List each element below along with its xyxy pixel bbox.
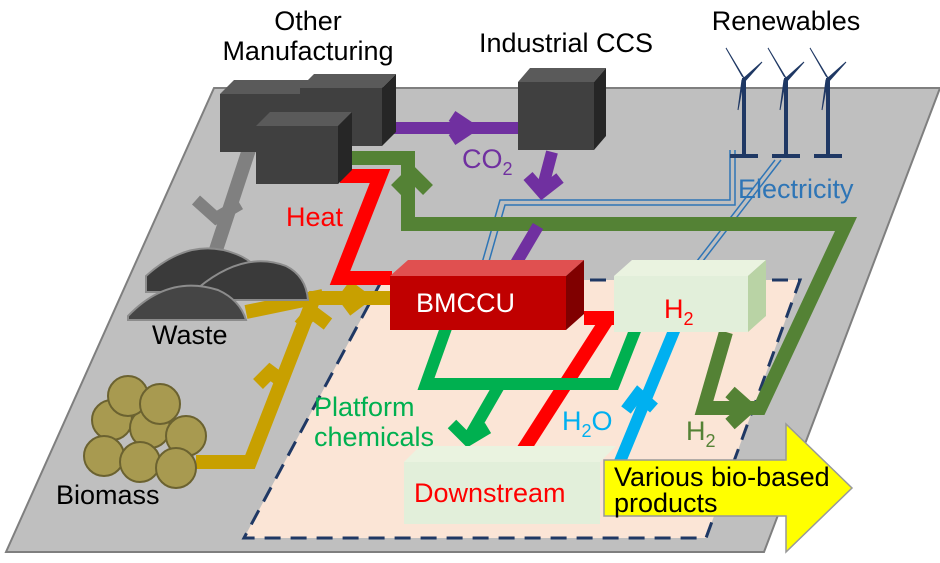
label-renewables: Renewables (712, 6, 861, 36)
label-co2: CO2 (462, 144, 513, 179)
bmccu-box (390, 260, 584, 330)
electricity-lines (479, 150, 782, 273)
label-products-2: products (614, 488, 718, 518)
products-arrow (603, 422, 854, 554)
label-bmccu: BMCCU (416, 288, 515, 318)
biomass-logs-icon (83, 375, 207, 489)
label-electricity: Electricity (738, 174, 854, 204)
label-biomass: Biomass (56, 480, 160, 510)
label-waste: Waste (152, 320, 228, 350)
label-chemicals: chemicals (314, 422, 434, 452)
label-products-1: Various bio-based (614, 462, 830, 492)
label-heat: Heat (286, 202, 344, 232)
ccs-block-icon (518, 68, 606, 150)
downstream-box (404, 446, 616, 524)
label-h2o: H2O (562, 406, 613, 441)
water-flow (608, 323, 682, 479)
label-manufacturing: Manufacturing (222, 36, 393, 66)
label-other: Other (274, 6, 342, 36)
label-h2-box: H2 (664, 294, 694, 329)
label-industrial-ccs: Industrial CCS (479, 28, 653, 58)
wind-turbine-icon (725, 47, 847, 158)
waste-mound-icon (127, 247, 310, 321)
label-h2-out: H2 (686, 416, 716, 451)
biomass-flow (196, 280, 390, 469)
platform-chemicals-flow (417, 325, 642, 448)
h2-production-box (614, 260, 766, 332)
factory-block-icon (220, 74, 396, 184)
label-downstream: Downstream (414, 478, 566, 508)
hydrogen-flow (345, 151, 857, 430)
label-platform: Platform (314, 392, 415, 422)
